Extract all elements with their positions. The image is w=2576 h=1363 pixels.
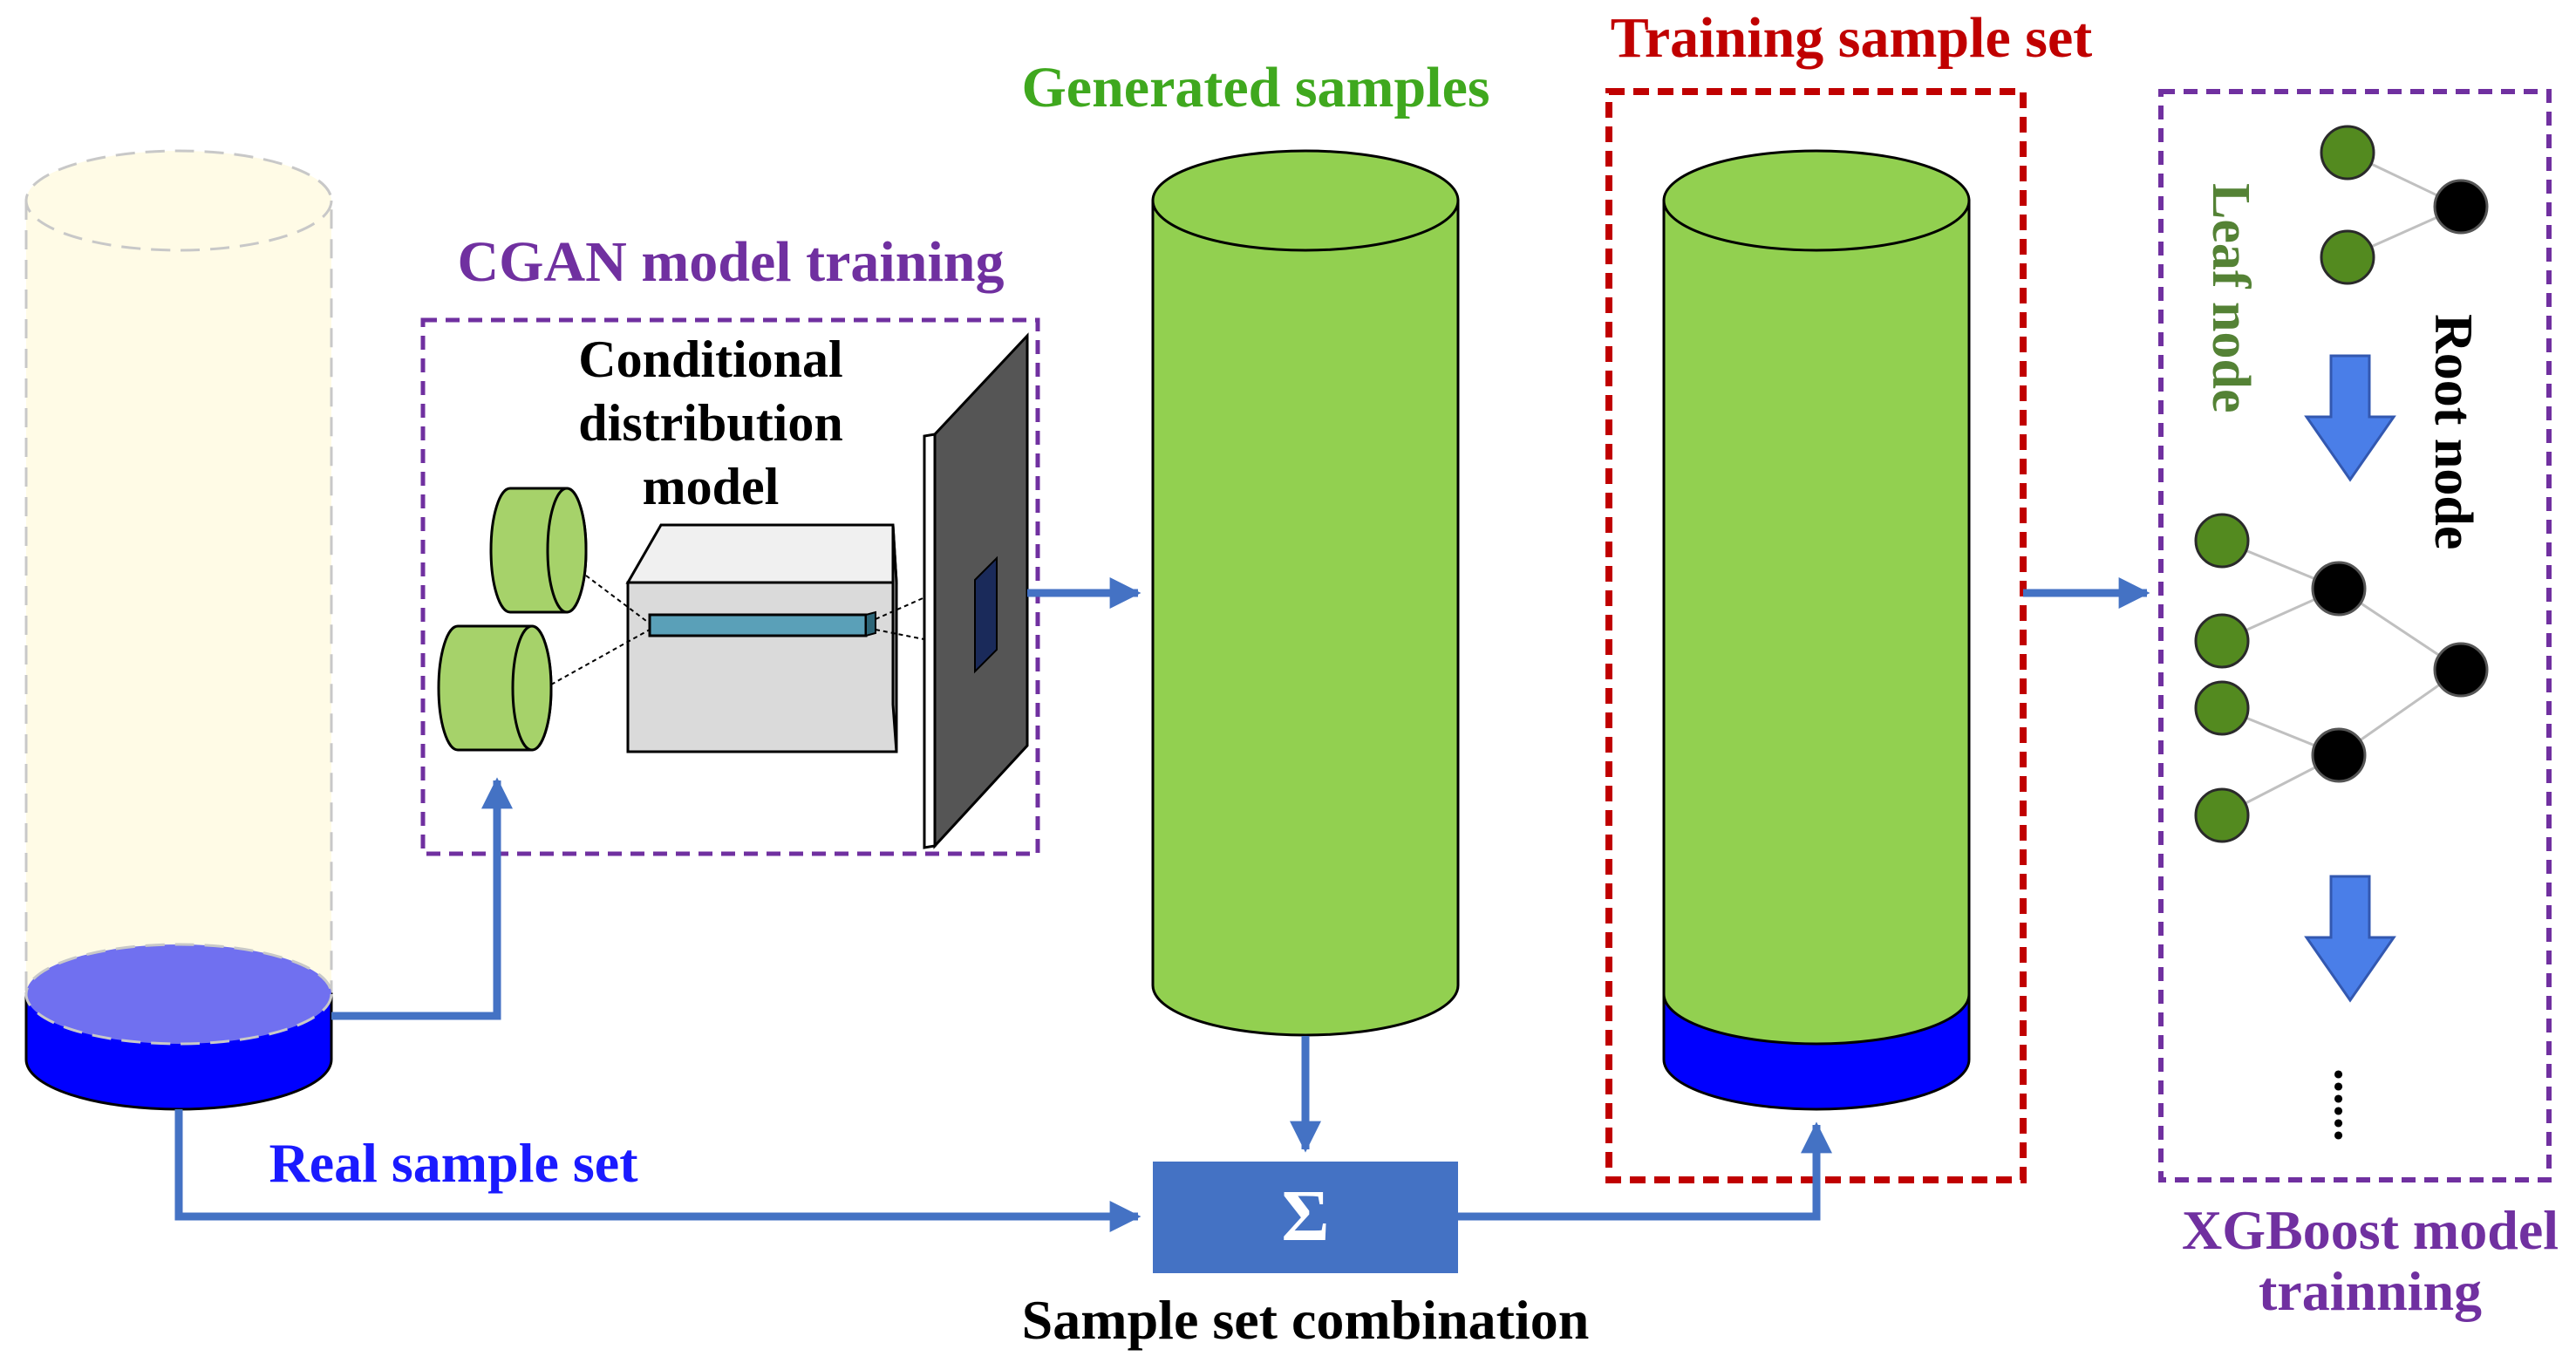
conditional-model-cube [550, 523, 991, 753]
cgan-training-label: CGAN model training [458, 230, 1005, 294]
conditional-model-label-line3: model [643, 458, 780, 515]
input-cylinder-bottom [437, 624, 553, 752]
leaf-nodes [2194, 125, 2375, 843]
generated-samples-label: Generated samples [1021, 56, 1489, 119]
arrows [174, 577, 2150, 1232]
conditional-model-label-line2: distribution [578, 394, 842, 452]
leaf-node-label: Leaf node [2201, 183, 2260, 413]
ellipsis-label: ...... [2324, 1068, 2378, 1142]
output-panel [923, 332, 1029, 849]
sum-symbol: Σ [1282, 1176, 1330, 1257]
training-sample-set-label: Training sample set [1611, 6, 2092, 70]
sample-set-combination-label: Sample set combination [1022, 1289, 1590, 1351]
real-sample-set-label: Real sample set [269, 1132, 638, 1194]
arrow-real-to-sum [174, 1109, 1141, 1232]
leaf-node-circle [2194, 513, 2250, 569]
xgboost-box [2158, 89, 2552, 1182]
arrow-sum-to-training [1458, 1121, 1832, 1221]
sum-block: Σ [1153, 1162, 1458, 1273]
root-node-circle [2433, 179, 2489, 235]
root-node-circle [2311, 727, 2367, 783]
real-sample-cylinder [24, 149, 333, 1111]
conditional-model-label-line1: Conditional [578, 331, 842, 388]
leaf-node-circle [2194, 787, 2250, 843]
root-node-circle [2433, 642, 2489, 698]
leaf-node-circle [2320, 229, 2375, 285]
leaf-node-circle [2194, 613, 2250, 669]
training-sample-cylinder [1662, 149, 1971, 1111]
root-node-circle [2311, 561, 2367, 617]
root-nodes [2311, 179, 2489, 783]
arrow-real-to-cgan [331, 777, 513, 1020]
root-node-label: Root node [2423, 314, 2483, 549]
generated-samples-cylinder [1151, 149, 1460, 1037]
down-arrow-icon [2304, 354, 2396, 482]
xgboost-label-line2: trainning [2259, 1260, 2482, 1322]
leaf-node-circle [2320, 125, 2375, 181]
down-arrow-icon [2304, 875, 2396, 1003]
xgboost-label-line1: XGBoost model [2182, 1199, 2559, 1261]
leaf-node-circle [2194, 680, 2250, 736]
input-cylinder-top [489, 487, 588, 614]
cgan-training-box [420, 317, 1040, 856]
